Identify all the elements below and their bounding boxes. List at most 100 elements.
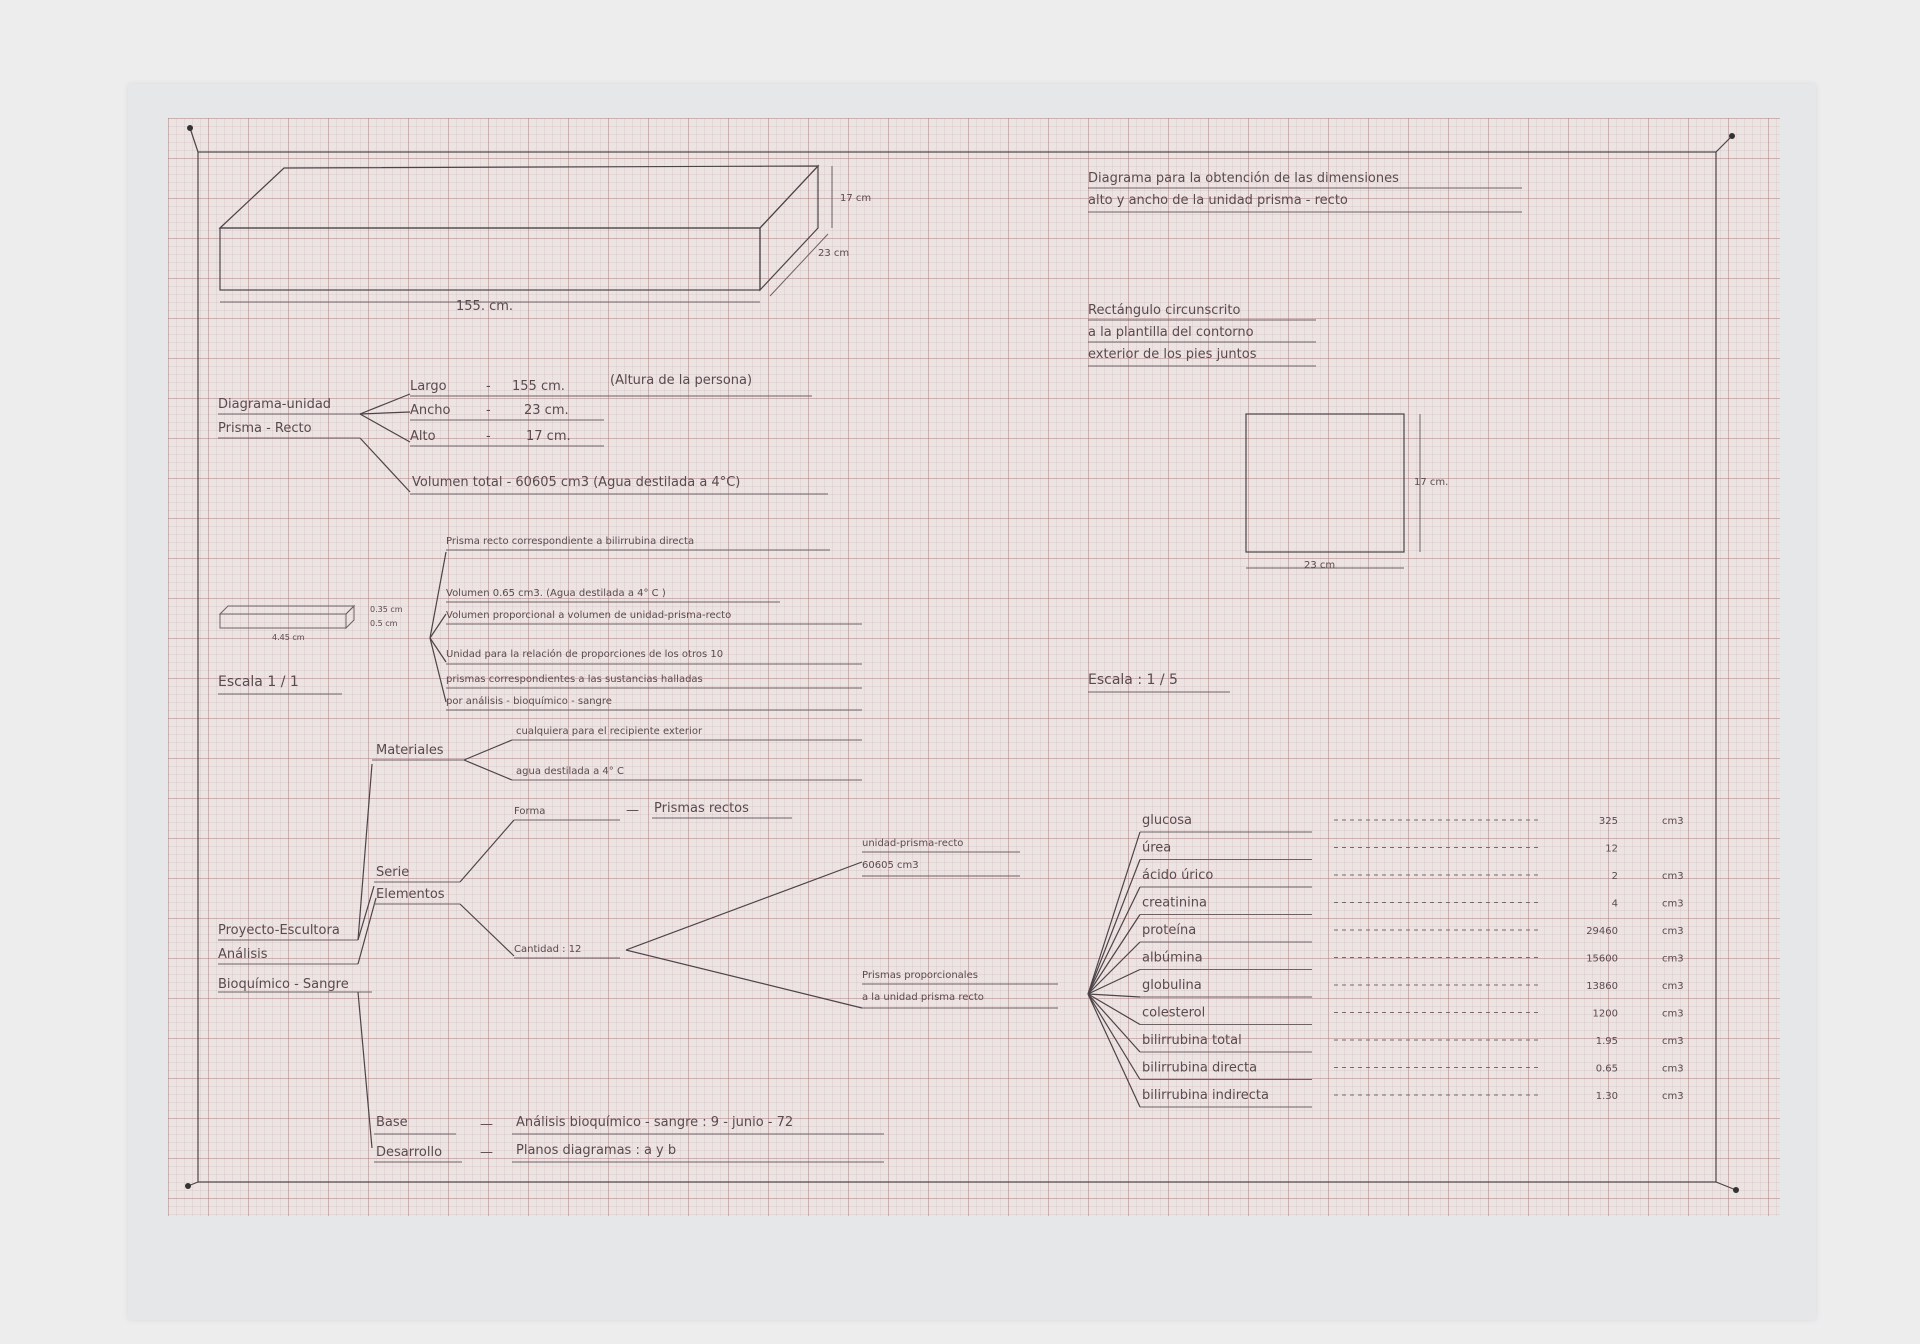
substance-value: 1.30 bbox=[1596, 1091, 1618, 1102]
small-prism-block: 0.35 cm 0.5 cm 4.45 cm Escala 1 / 1 Pris… bbox=[218, 536, 862, 711]
forma-label: Forma bbox=[514, 806, 545, 817]
base-value: Análisis bioquímico - sangre : 9 - junio… bbox=[516, 1115, 793, 1130]
row-largo-value: 155 cm. bbox=[512, 379, 565, 394]
row-largo-name: Largo bbox=[410, 379, 447, 394]
substance-unit: cm3 bbox=[1662, 926, 1684, 937]
row-ancho-dash: - bbox=[486, 403, 491, 418]
rect-scale: Escala : 1 / 5 bbox=[1088, 672, 1178, 688]
materiales-label: Materiales bbox=[376, 743, 444, 758]
cantidad-label: Cantidad : 12 bbox=[514, 944, 581, 955]
small-prism-text-4: Unidad para la relación de proporciones … bbox=[446, 648, 723, 660]
substance-value: 29460 bbox=[1586, 926, 1618, 937]
substance-connector bbox=[1087, 941, 1141, 995]
substance-row: bilirrubina indirecta 1.30 cm3 bbox=[1140, 1088, 1684, 1108]
desarrollo-label: Desarrollo bbox=[376, 1145, 442, 1160]
substance-connector bbox=[1087, 886, 1141, 995]
substance-connector bbox=[1087, 831, 1141, 995]
base-label: Base bbox=[376, 1115, 408, 1130]
substance-connector bbox=[1087, 993, 1141, 1080]
small-prism-text-1: Prisma recto correspondiente a bilirrubi… bbox=[446, 536, 694, 547]
row-alto-value: 17 cm. bbox=[526, 429, 571, 444]
small-prism-text-3: Volumen proporcional a volumen de unidad… bbox=[446, 610, 731, 621]
substance-unit: cm3 bbox=[1662, 816, 1684, 827]
large-prism-drawing: 155. cm. 17 cm 23 cm bbox=[218, 164, 871, 314]
rect-label-3: exterior de los pies juntos bbox=[1088, 347, 1257, 362]
row-largo-dash: - bbox=[486, 379, 491, 394]
substance-unit: cm3 bbox=[1662, 871, 1684, 882]
root-line-1: Proyecto-Escultora bbox=[218, 923, 340, 938]
total-volume: Volumen total - 60605 cm3 (Agua destilad… bbox=[412, 475, 740, 490]
rect-label-2: a la plantilla del contorno bbox=[1088, 325, 1254, 340]
unidad-line-2: 60605 cm3 bbox=[862, 860, 919, 871]
substance-connector bbox=[1087, 993, 1141, 1026]
desarrollo-dash: — bbox=[480, 1145, 493, 1160]
pin-bottom-left bbox=[185, 1183, 191, 1189]
base-dash: — bbox=[480, 1117, 493, 1132]
substance-value: 0.65 bbox=[1596, 1064, 1618, 1075]
substance-connector-fan bbox=[1087, 831, 1141, 1108]
row-alto-dash: - bbox=[486, 429, 491, 444]
prop-line-2: a la unidad prisma recto bbox=[862, 992, 984, 1003]
pin-top-left bbox=[187, 125, 193, 131]
small-prism-dim-a: 0.35 cm bbox=[370, 605, 403, 614]
project-tree: Proyecto-Escultora Análisis Bioquímico -… bbox=[218, 726, 1058, 1163]
small-prism-dim-b: 0.5 cm bbox=[370, 619, 398, 628]
substance-value: 12 bbox=[1605, 844, 1618, 855]
substance-name: bilirrubina directa bbox=[1142, 1061, 1257, 1076]
substance-name: colesterol bbox=[1142, 1006, 1205, 1021]
serie-label: Serie bbox=[376, 865, 409, 880]
forma-dash: — bbox=[626, 803, 639, 818]
unit-diagram-label-2: Prisma - Recto bbox=[218, 421, 312, 436]
substance-value: 13860 bbox=[1586, 981, 1618, 992]
substance-unit: cm3 bbox=[1662, 981, 1684, 992]
row-ancho-name: Ancho bbox=[410, 403, 451, 418]
root-line-2: Análisis bbox=[218, 947, 268, 962]
substance-value: 15600 bbox=[1586, 954, 1618, 965]
substance-unit: cm3 bbox=[1662, 1036, 1684, 1047]
substance-unit: cm3 bbox=[1662, 954, 1684, 965]
row-ancho-value: 23 cm. bbox=[524, 403, 569, 418]
substance-unit: cm3 bbox=[1662, 1009, 1684, 1020]
material-2: agua destilada a 4° C bbox=[516, 766, 624, 777]
unit-diagram-block: Diagrama-unidad Prisma - Recto Largo - 1… bbox=[218, 373, 828, 495]
substance-name: glucosa bbox=[1142, 813, 1192, 828]
border-frame bbox=[185, 125, 1739, 1193]
substance-value: 1.95 bbox=[1596, 1036, 1618, 1047]
small-prism-text-6: por análisis - bioquímico - sangre bbox=[446, 695, 612, 707]
material-1: cualquiera para el recipiente exterior bbox=[516, 726, 703, 737]
substance-connector bbox=[1087, 859, 1141, 995]
rect-height-label: 17 cm. bbox=[1414, 477, 1448, 488]
substance-connector bbox=[1087, 993, 1141, 1108]
substance-unit: cm3 bbox=[1662, 1091, 1684, 1102]
diagram-header: Diagrama para la obtención de las dimens… bbox=[1088, 171, 1522, 213]
substance-name: ácido úrico bbox=[1142, 868, 1213, 883]
substance-value: 4 bbox=[1612, 899, 1618, 910]
pin-bottom-right bbox=[1733, 1187, 1739, 1193]
small-prism-dim-c: 4.45 cm bbox=[272, 633, 305, 642]
substance-row: úrea 12 bbox=[1140, 841, 1618, 860]
root-line-3: Bioquímico - Sangre bbox=[218, 977, 349, 992]
substance-connector bbox=[1087, 993, 1141, 1053]
forma-value: Prismas rectos bbox=[654, 801, 749, 816]
rect-label-1: Rectángulo circunscrito bbox=[1088, 303, 1241, 318]
substance-value: 325 bbox=[1599, 816, 1618, 827]
large-prism-length: 155. cm. bbox=[456, 299, 513, 314]
substance-connector bbox=[1087, 914, 1141, 995]
substance-unit: cm3 bbox=[1662, 899, 1684, 910]
substance-name: úrea bbox=[1142, 841, 1171, 856]
substance-connector bbox=[1087, 968, 1141, 995]
rectangle-block: Rectángulo circunscrito a la plantilla d… bbox=[1088, 303, 1448, 693]
row-largo-note: (Altura de la persona) bbox=[610, 373, 752, 388]
elementos-label: Elementos bbox=[376, 887, 445, 902]
substance-name: bilirrubina indirecta bbox=[1142, 1088, 1269, 1103]
unit-diagram-label-1: Diagrama-unidad bbox=[218, 397, 331, 412]
